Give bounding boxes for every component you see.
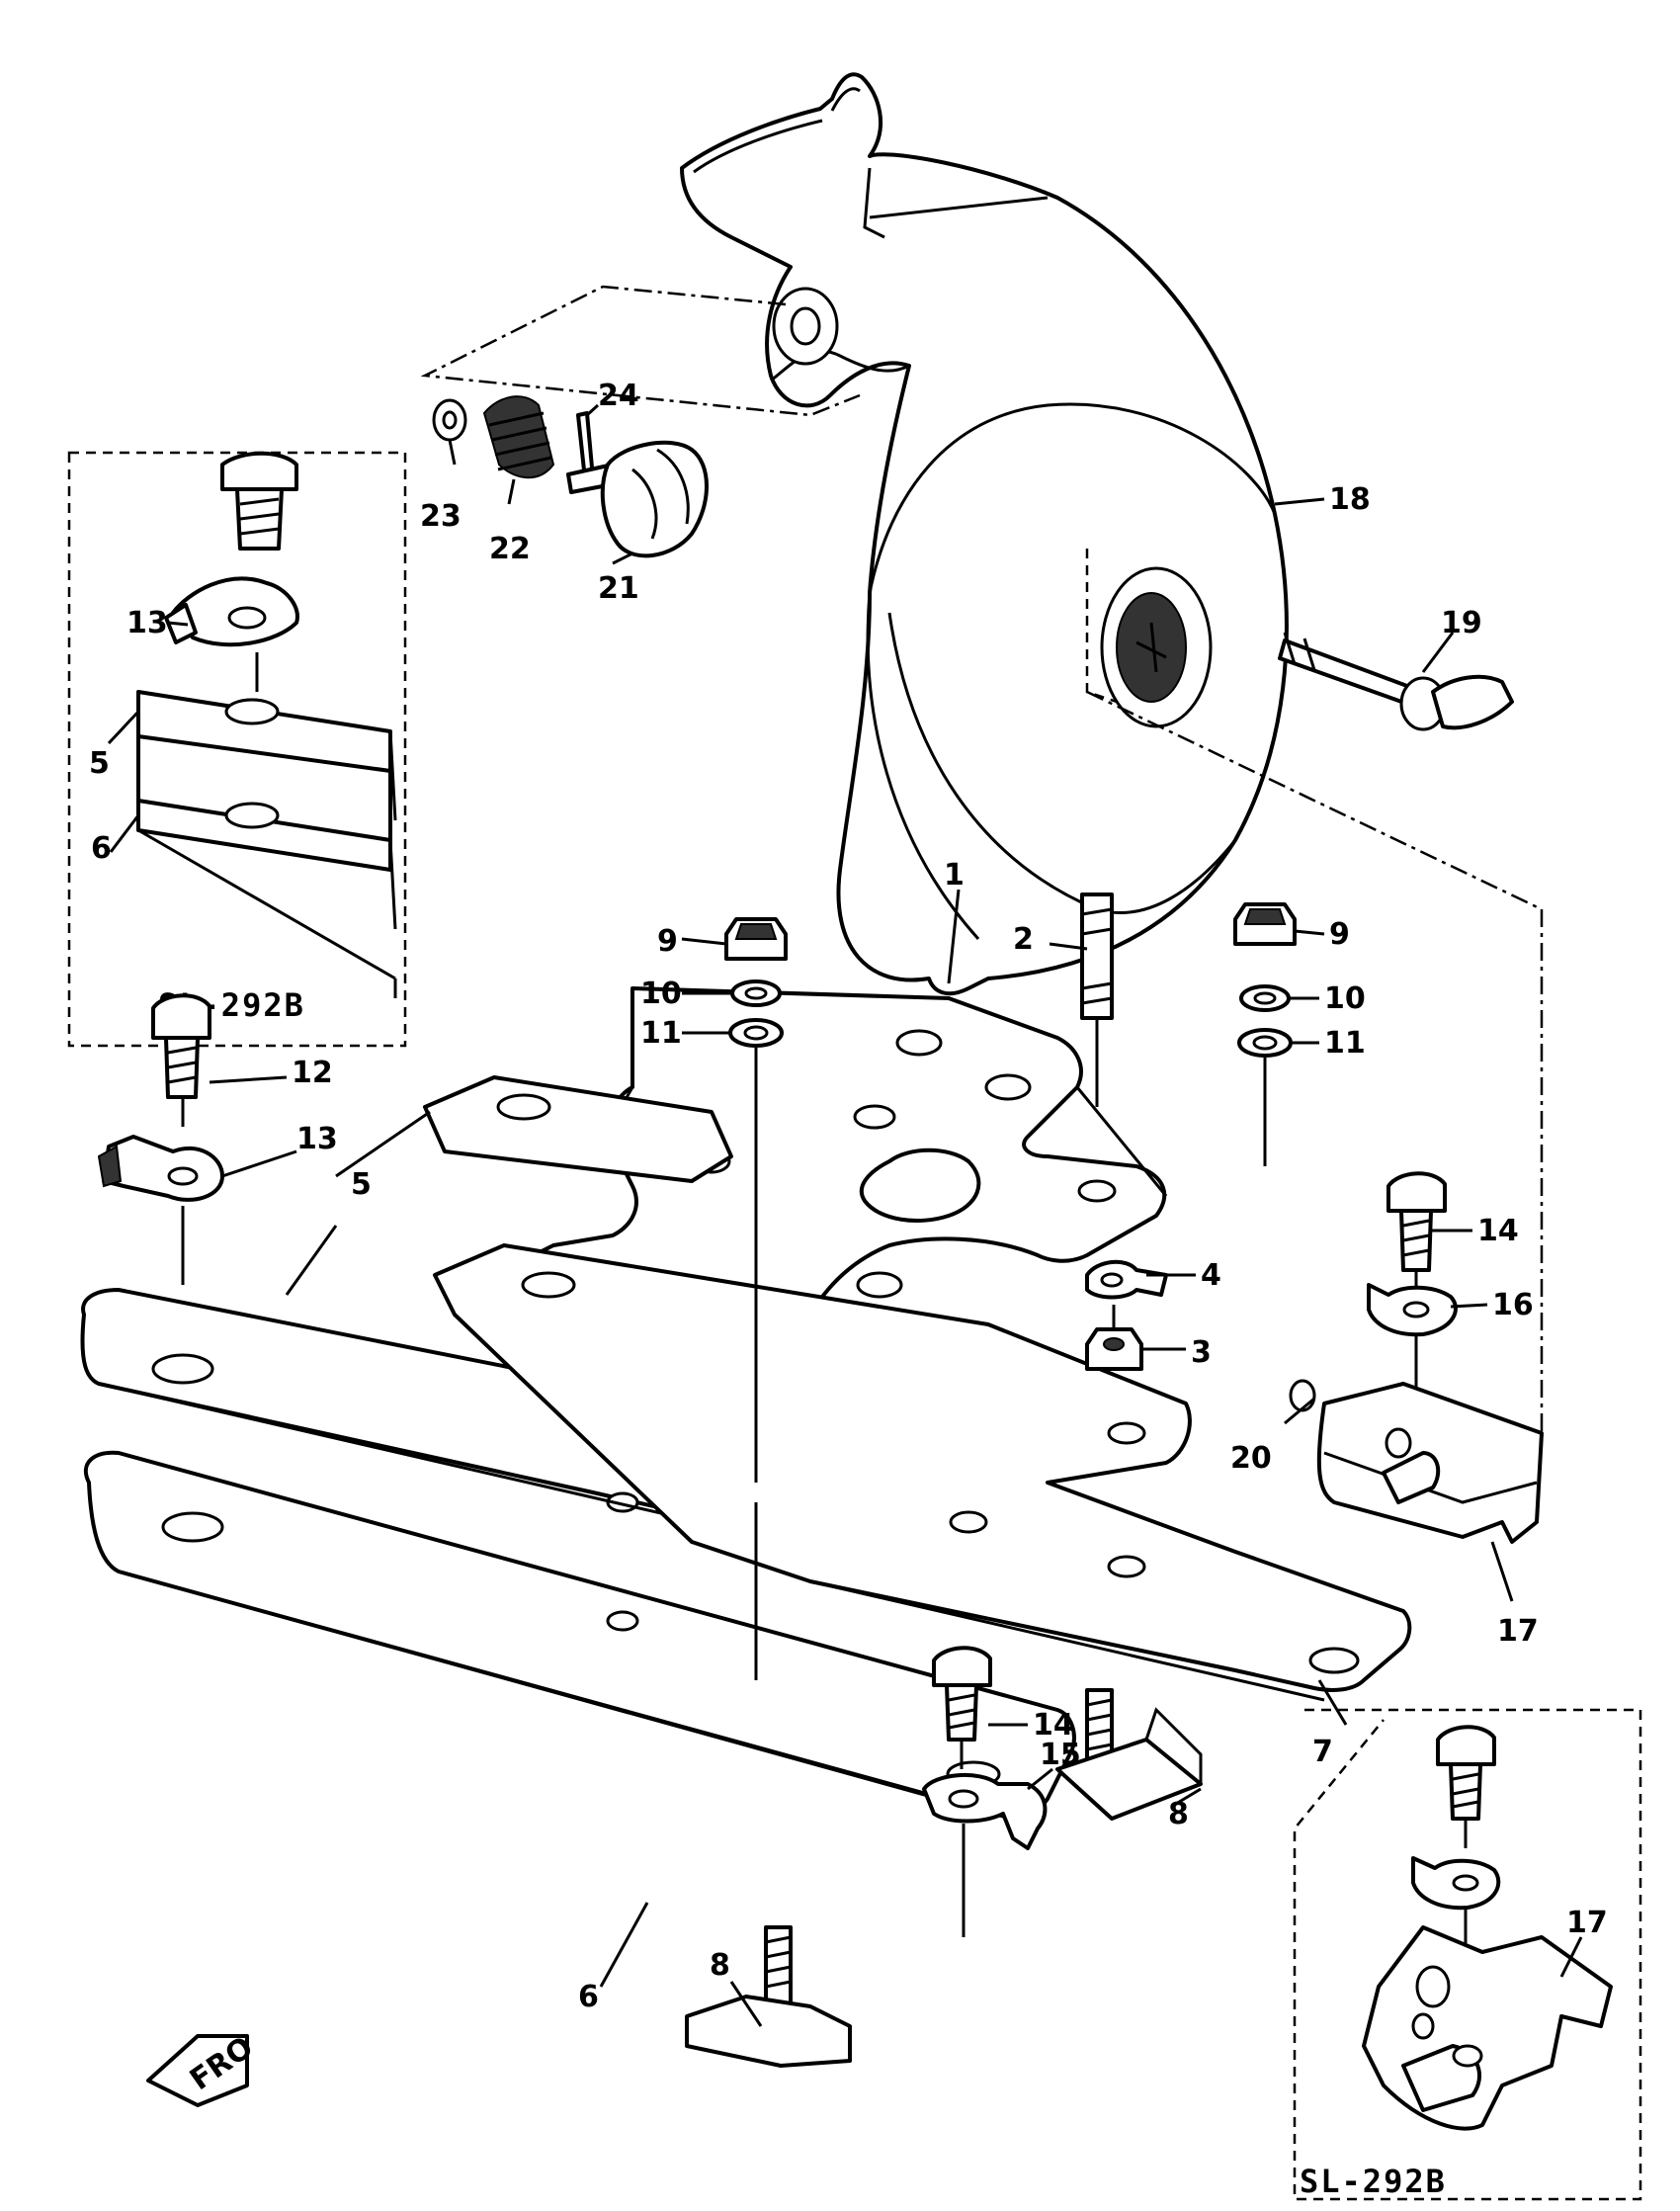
inset-right-bolt	[1436, 1725, 1496, 1821]
callout-7: 7	[1312, 1735, 1333, 1769]
callout-5-lower: 5	[351, 1167, 372, 1202]
part-3-hex-nut	[1085, 1327, 1143, 1371]
callout-20: 20	[1230, 1441, 1272, 1476]
inset-right-frame	[1293, 1708, 1642, 2201]
part-15-lock-tab	[922, 1772, 1048, 1850]
part-19-pin-rod	[1278, 632, 1514, 731]
part-23-washer	[432, 398, 467, 442]
callout-11-right: 11	[1324, 1026, 1366, 1061]
callout-17-inset: 17	[1566, 1906, 1608, 1940]
callout-17-main: 17	[1497, 1614, 1539, 1649]
part-8-t-bolt-right	[1055, 1688, 1203, 1821]
callout-8-right: 8	[1168, 1797, 1189, 1831]
part-12-hex-bolt	[151, 993, 211, 1099]
part-6-rail-plate-bottom	[83, 1450, 1076, 1826]
inset-left-part-13-tab	[164, 576, 299, 647]
inset-left-frame	[67, 451, 407, 1048]
callout-8-bottom: 8	[710, 1948, 730, 1983]
callout-10-left: 10	[640, 977, 682, 1011]
callout-13-main: 13	[296, 1122, 338, 1156]
callout-9-right: 9	[1329, 917, 1350, 952]
part-7-rail-plate-right	[433, 1243, 1412, 1702]
callout-14-right: 14	[1477, 1214, 1519, 1248]
callout-23: 23	[420, 499, 462, 534]
callout-4: 4	[1201, 1258, 1221, 1293]
callout-6-bottom: 6	[578, 1980, 599, 2014]
part-16-tab-washer	[1367, 1283, 1458, 1337]
inset-right-model-label: SL-292B	[1300, 2163, 1447, 2200]
part-5-rail-plate-upper	[423, 1075, 733, 1183]
callout-14-center: 14	[1033, 1708, 1074, 1743]
part-20-clip	[1289, 1379, 1316, 1412]
callout-10-right: 10	[1324, 981, 1366, 1016]
callout-16: 16	[1492, 1288, 1534, 1322]
callout-13-inset: 13	[126, 606, 168, 640]
part-13-lock-tab	[97, 1135, 224, 1202]
part-14-hex-bolt-center	[932, 1646, 992, 1742]
part-17-hinge-bracket	[1316, 1382, 1544, 1544]
part-22-spring	[482, 395, 555, 479]
part-21-knob	[566, 440, 709, 558]
callout-19: 19	[1441, 606, 1482, 640]
callout-2: 2	[1013, 922, 1034, 957]
callout-9-left: 9	[657, 924, 678, 959]
callout-21: 21	[598, 571, 639, 606]
front-direction-marker: FRO	[146, 2030, 260, 2107]
callout-5-inset: 5	[89, 746, 110, 781]
part-8-t-bolt-bottom	[685, 1925, 852, 2068]
part-2-stud-bolt	[1080, 893, 1114, 1020]
inset-right-hinge-bracket	[1362, 1925, 1613, 2131]
inset-left-bolt	[220, 451, 298, 551]
part-14-hex-bolt-right	[1386, 1171, 1447, 1272]
part-9-castle-nut-left	[724, 917, 788, 961]
callout-1: 1	[944, 858, 965, 893]
callout-22: 22	[489, 532, 531, 566]
part-4-lock-tab	[1085, 1259, 1168, 1300]
callout-18: 18	[1329, 482, 1371, 517]
callout-12: 12	[292, 1056, 333, 1090]
callout-6-inset: 6	[91, 831, 112, 866]
callout-11-left: 11	[640, 1016, 682, 1051]
callout-24: 24	[598, 379, 639, 413]
callout-15: 15	[1040, 1738, 1081, 1772]
part-9-castle-nut-right	[1233, 902, 1297, 946]
callout-3: 3	[1191, 1335, 1212, 1370]
part-18-shroud-housing	[680, 72, 1289, 996]
inset-right-tab-washer	[1411, 1856, 1501, 1911]
